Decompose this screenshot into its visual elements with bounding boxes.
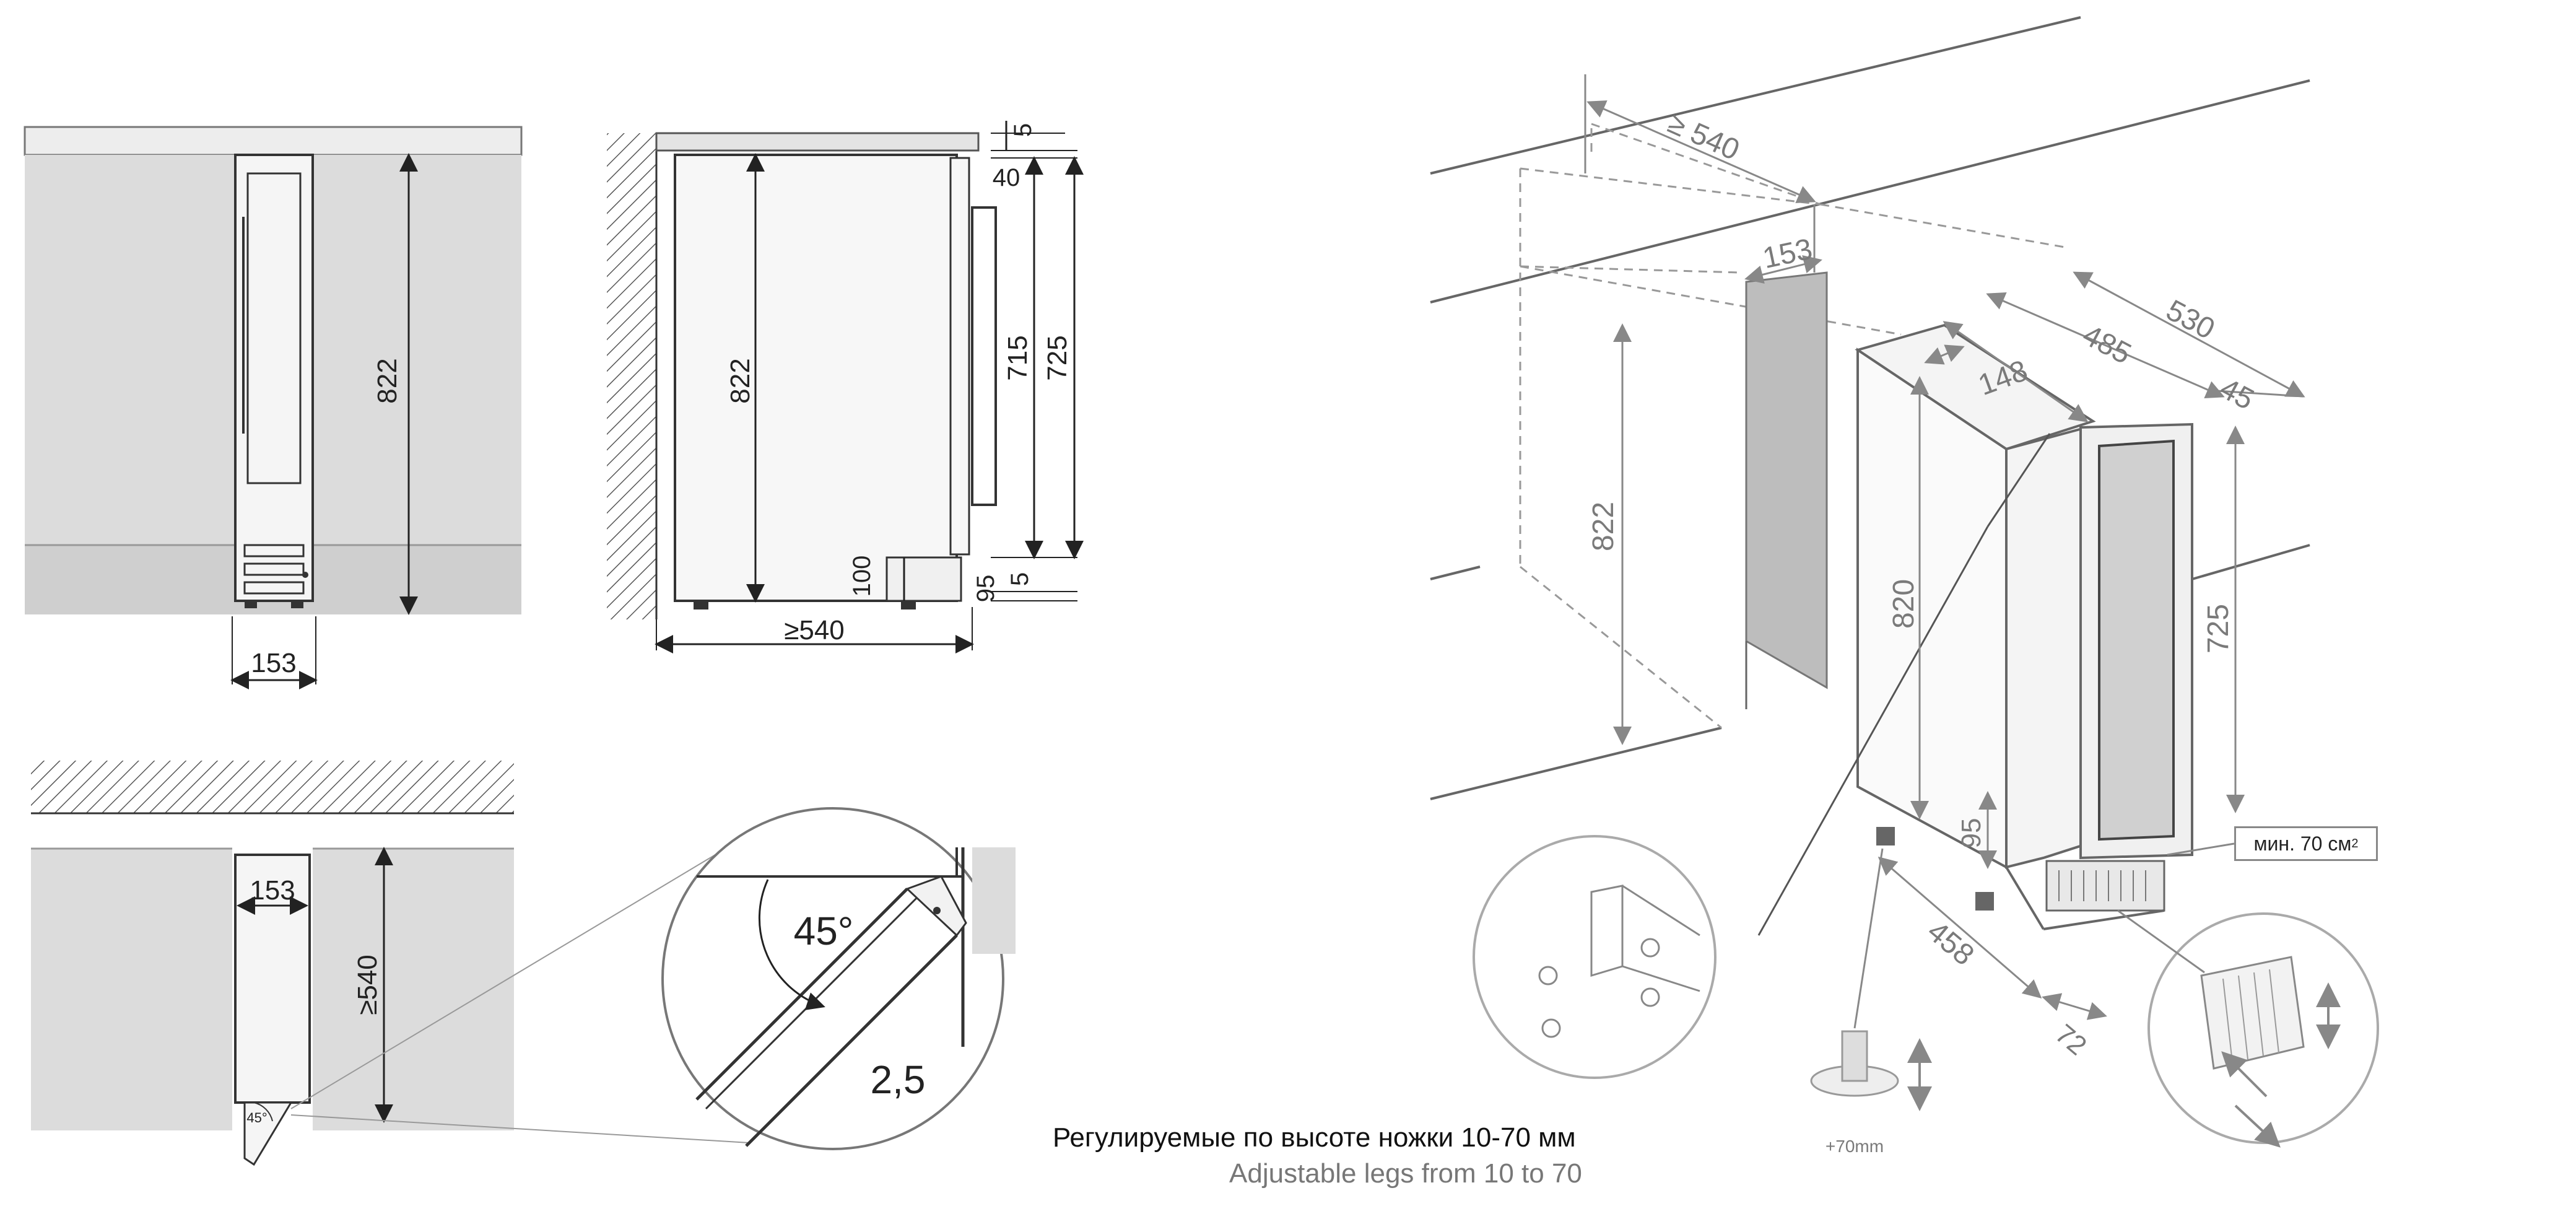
detail-gap-dim: 2,5 [871, 1057, 926, 1102]
detail-angle-dim: 45° [794, 909, 854, 953]
iso-base-depth-dim: 458 [1921, 915, 1980, 972]
side-plinth-dim: 100 [848, 556, 876, 597]
iso-niche-width-dim: 153 [1760, 233, 1815, 275]
side-height-dim: 822 [725, 358, 755, 403]
iso-door-depth-dim: 45 [2214, 372, 2259, 416]
iso-door-height-dim: 725 [2202, 604, 2235, 653]
iso-niche-depth-dim: ≥ 540 [1663, 107, 1744, 167]
front-appliance [234, 154, 314, 608]
side-depth-dim: ≥540 [784, 615, 845, 645]
leg-note: +70mm [1825, 1137, 1884, 1156]
top-view: 45° 153 ≥540 [31, 761, 750, 1166]
front-view: 822 153 [24, 126, 523, 689]
side-top-gap-dim: 5 [1009, 123, 1037, 137]
top-door-angle-dim: 45° [246, 1110, 267, 1125]
caption-russian: Регулируемые по высоте ножки 10-70 мм [1053, 1122, 1576, 1153]
front-width-dim: 153 [251, 648, 296, 678]
iso-unit-depth-total-dim: 530 [2160, 294, 2220, 346]
side-inner-height-dim: 715 [1003, 335, 1033, 380]
caption-english: Adjustable legs from 10 to 70 [1229, 1158, 1582, 1189]
hinge-detail: 45° 2,5 [661, 807, 1016, 1150]
ventilation-note-sup: 2 [2351, 836, 2359, 850]
leg-detail: +70mm [1473, 835, 1932, 1156]
iso-base-offset-dim: 72 [2050, 1018, 2092, 1061]
top-width-dim: 153 [250, 875, 295, 906]
front-height-dim: 822 [372, 358, 402, 403]
side-door-offset-dim: 40 [993, 164, 1020, 191]
side-bottom-gap-dim: 5 [1006, 572, 1033, 586]
iso-niche-height-dim: 822 [1587, 502, 1620, 551]
side-view: 822 5 40 715 725 100 95 5 ≥540 [607, 121, 1084, 653]
iso-unit-height-dim: 820 [1887, 579, 1920, 629]
vent-detail [2117, 909, 2379, 1148]
iso-plinth-height-dim: 95 [1956, 818, 1986, 849]
top-depth-dim: ≥540 [352, 955, 383, 1015]
side-lower-gap-dim: 95 [972, 575, 999, 603]
ventilation-note-text: мин. 70 см [2253, 832, 2352, 855]
side-door-height-dim: 725 [1042, 335, 1073, 380]
iso-unit-depth-dim: 485 [2077, 318, 2136, 370]
